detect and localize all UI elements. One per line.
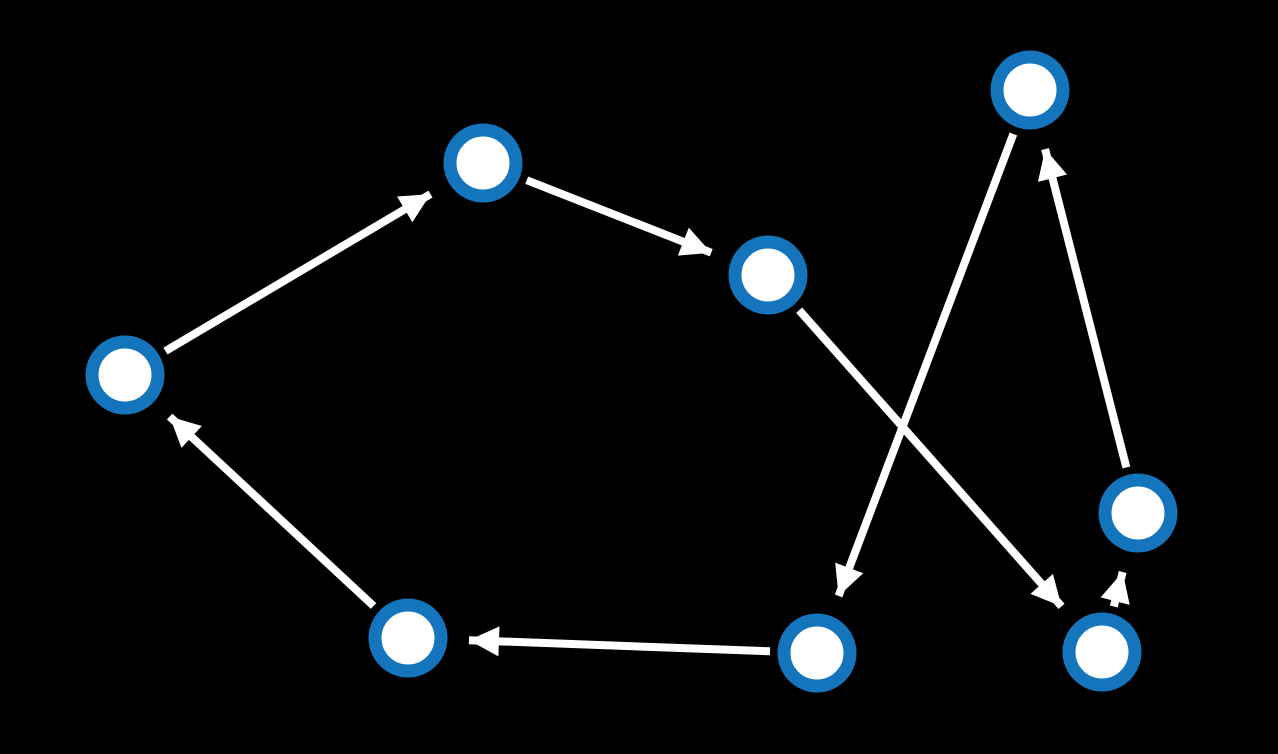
- graph-node-bottom-middle: [777, 613, 857, 693]
- graph-node-right: [1098, 473, 1178, 553]
- graph-node-left: [85, 335, 165, 415]
- graph-node-bottom-right: [1062, 612, 1142, 692]
- graph-edge-node-center-to-node-bottom-right: [796, 307, 1065, 609]
- graph-node-upper-middle: [443, 123, 523, 203]
- graph-edge-node-bottom-right-to-node-right: [1100, 571, 1130, 608]
- graph-node-top-right: [990, 50, 1070, 130]
- graph-edge-node-bottom-middle-to-node-bottom-left: [468, 626, 771, 657]
- graph-edge-node-right-to-node-top-right: [1037, 148, 1131, 469]
- graph-edge-node-bottom-left-to-node-left: [166, 413, 377, 609]
- graph-edge-node-upper-middle-to-node-center: [525, 176, 713, 257]
- graph-node-center: [728, 235, 808, 315]
- graph-node-bottom-left: [368, 598, 448, 678]
- graph-edge-node-left-to-node-upper-middle: [163, 190, 433, 355]
- graph-edge-node-top-right-to-node-bottom-middle: [834, 132, 1018, 598]
